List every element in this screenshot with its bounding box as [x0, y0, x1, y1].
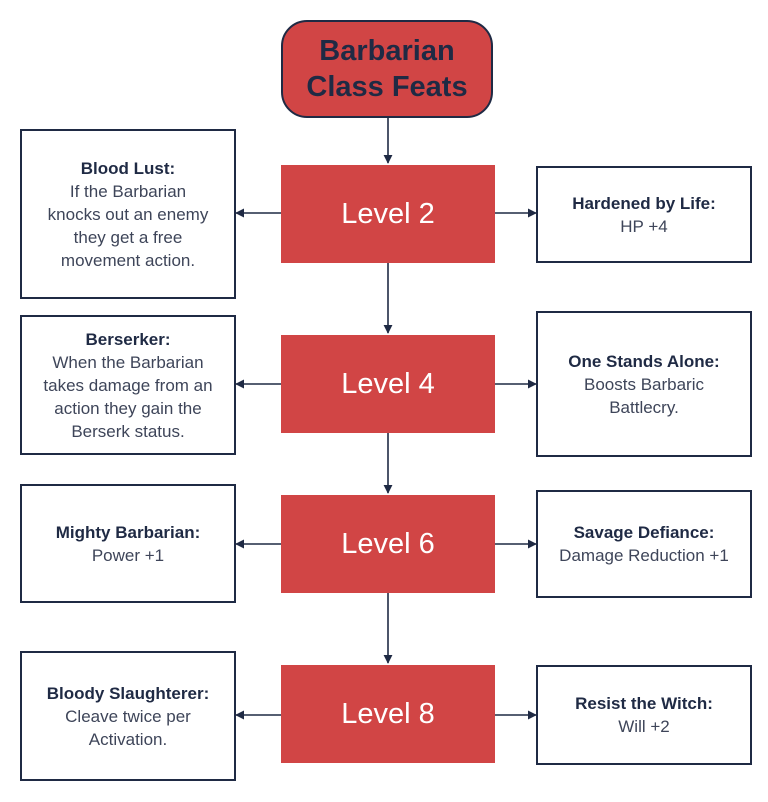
- feat-blood-lust: Blood Lust: If the Barbarian knocks out …: [20, 129, 236, 299]
- level-6-label: Level 6: [341, 527, 435, 560]
- feat-description: HP +4: [620, 216, 668, 236]
- feat-description: Boosts Barbaric Battlecry.: [584, 374, 704, 417]
- page-title: Barbarian Class Feats: [306, 33, 467, 105]
- level-6-box: Level 6: [281, 495, 495, 593]
- feat-description: When the Barbarian takes damage from an …: [43, 352, 213, 441]
- feat-mighty-barbarian: Mighty Barbarian: Power +1: [20, 484, 236, 603]
- level-2-box: Level 2: [281, 165, 495, 263]
- feat-name: One Stands Alone:: [568, 351, 720, 371]
- feat-savage-defiance: Savage Defiance: Damage Reduction +1: [536, 490, 752, 598]
- feat-name: Resist the Witch:: [575, 694, 713, 713]
- feat-name: Mighty Barbarian:: [55, 522, 201, 542]
- feat-name: Hardened by Life:: [572, 193, 716, 213]
- level-8-box: Level 8: [281, 665, 495, 763]
- level-8-label: Level 8: [341, 697, 435, 730]
- feat-resist-the-witch: Resist the Witch: Will +2: [536, 665, 752, 765]
- feat-name: Bloody Slaughterer:: [46, 683, 210, 703]
- feat-name: Blood Lust:: [80, 158, 176, 178]
- level-4-label: Level 4: [341, 367, 435, 400]
- feat-berserker: Berserker: When the Barbarian takes dama…: [20, 315, 236, 455]
- feat-name: Savage Defiance:: [573, 523, 715, 542]
- feat-bloody-slaughterer: Bloody Slaughterer: Cleave twice per Act…: [20, 651, 236, 781]
- feat-description: Cleave twice per Activation.: [65, 706, 191, 749]
- feat-one-stands-alone: One Stands Alone: Boosts Barbaric Battle…: [536, 311, 752, 457]
- title-box: Barbarian Class Feats: [281, 20, 493, 118]
- level-4-box: Level 4: [281, 335, 495, 433]
- level-2-label: Level 2: [341, 197, 435, 230]
- title-line-2: Class Feats: [306, 71, 468, 103]
- feat-description: Damage Reduction +1: [559, 546, 729, 565]
- feat-name: Berserker:: [85, 329, 171, 349]
- title-line-1: Barbarian: [319, 35, 455, 67]
- feat-description: Power +1: [91, 545, 165, 565]
- feat-hardened-by-life: Hardened by Life: HP +4: [536, 166, 752, 263]
- feat-description: If the Barbarian knocks out an enemy the…: [47, 181, 209, 270]
- feat-description: Will +2: [618, 717, 670, 736]
